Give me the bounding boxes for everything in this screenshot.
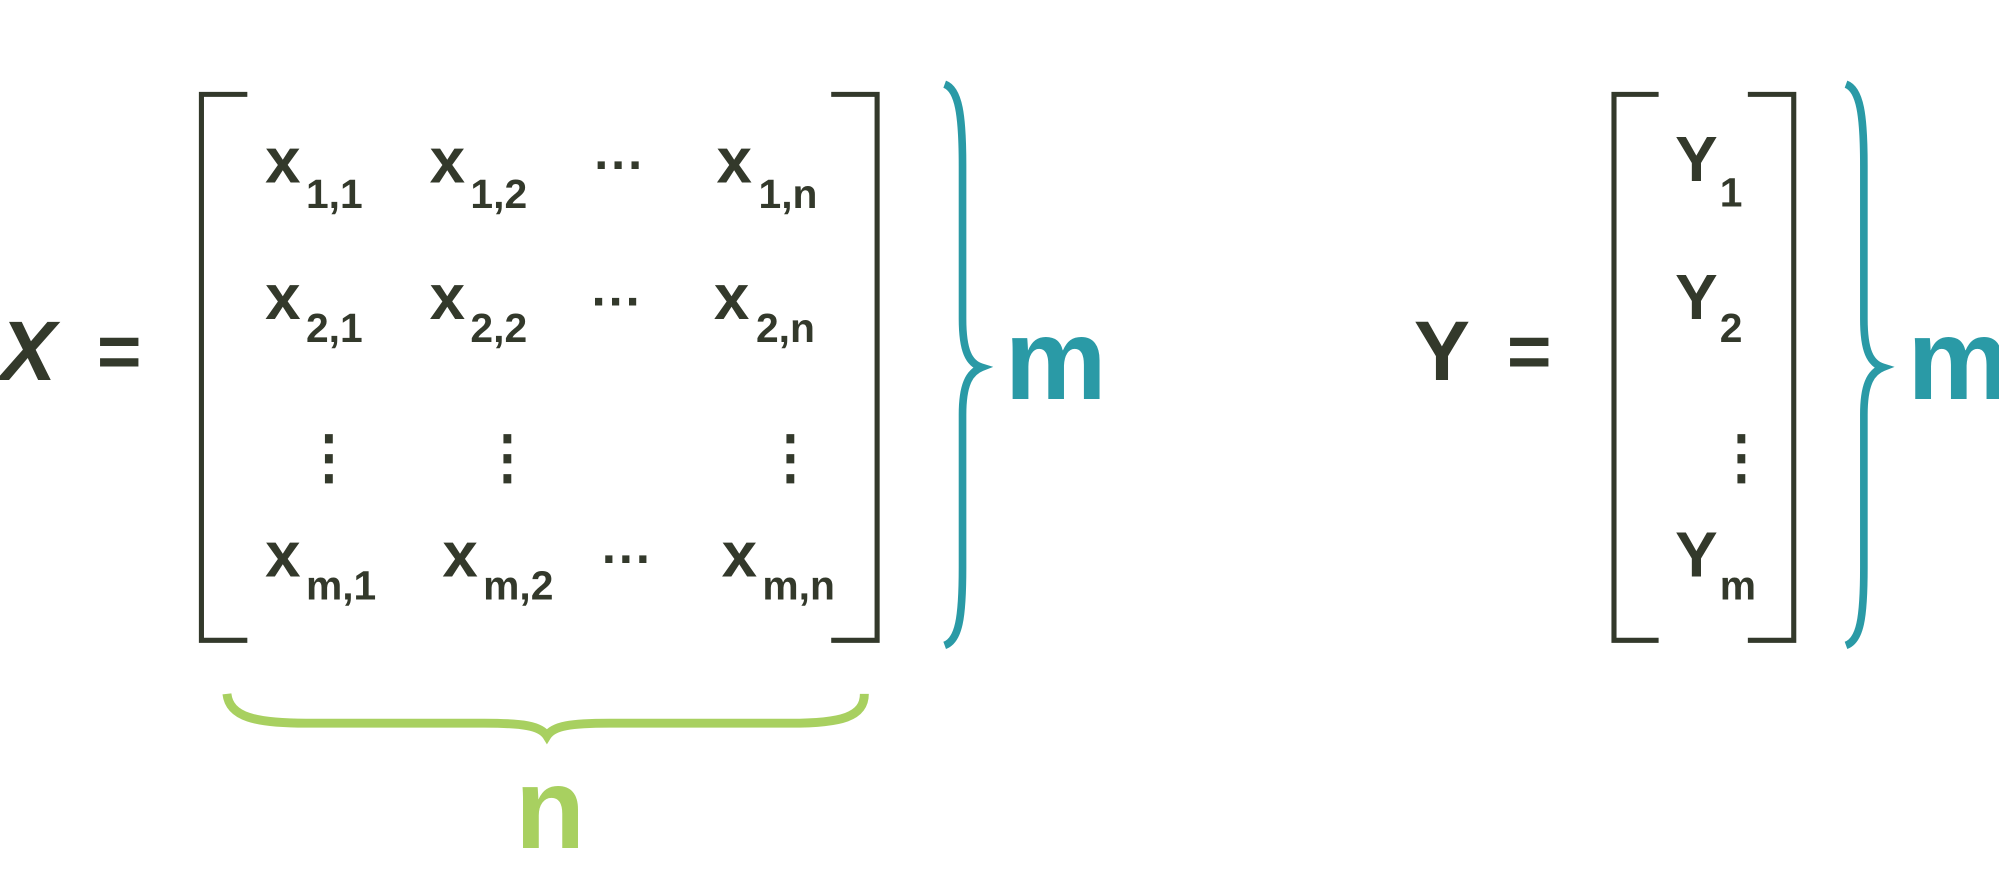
right-bracket-x [831, 91, 880, 643]
cell-base: x [442, 518, 477, 590]
vector-y-cells: Y 1 Y 2 ⋮ Y m [1675, 123, 1771, 608]
cell-ellipsis: ··· [592, 273, 643, 330]
cell-sub: m [1720, 562, 1756, 608]
rows-brace-x [942, 80, 994, 649]
cell-base: x [265, 261, 300, 333]
cell-vdots: ⋮ [761, 425, 820, 490]
cell-ellipsis: ··· [594, 136, 645, 193]
rows-label-x: m [1005, 296, 1107, 424]
cell-sub: 2,n [756, 305, 815, 351]
rows-label-y: m [1907, 296, 1999, 424]
cell-base: Y [1675, 518, 1718, 590]
left-bracket-x [198, 91, 248, 643]
cell-sub: 1,2 [470, 171, 527, 217]
cell-base: x [265, 124, 300, 196]
cols-label-x: n [515, 745, 585, 873]
cell-sub: 2,1 [306, 305, 363, 351]
vector-y-name: Y [1414, 304, 1470, 398]
cols-brace-x [222, 692, 869, 745]
cell-sub: m,2 [483, 562, 553, 608]
cell-sub: m,1 [306, 562, 376, 608]
cell-sub: 1 [1720, 170, 1743, 216]
cell-sub: 2 [1720, 305, 1743, 351]
cell-vdots: ⋮ [300, 425, 359, 490]
left-bracket-y [1611, 91, 1659, 643]
cell-base: x [430, 261, 465, 333]
matrix-x-equals: = [97, 310, 142, 395]
cell-base: x [430, 124, 465, 196]
matrix-x-cells: x 1,1 x 1,2 ··· x 1,n x 2,1 x 2,2 ··· x … [265, 124, 835, 608]
cell-ellipsis: ··· [602, 531, 653, 588]
rows-brace-y [1844, 80, 1895, 649]
cell-sub: 1,1 [306, 171, 363, 217]
cell-base: x [722, 518, 757, 590]
cell-base: x [716, 124, 751, 196]
cell-vdots: ⋮ [1712, 425, 1771, 490]
vector-y-equals: = [1507, 310, 1552, 395]
cell-base: Y [1675, 123, 1718, 195]
cell-vdots: ⋮ [478, 425, 537, 490]
cell-sub: 1,n [759, 171, 818, 217]
matrix-x-name: X [0, 304, 61, 398]
cell-sub: 2,2 [470, 305, 527, 351]
cell-base: x [265, 518, 300, 590]
right-bracket-y [1747, 91, 1797, 643]
cell-base: Y [1675, 261, 1718, 333]
cell-sub: m,n [762, 562, 835, 608]
cell-base: x [714, 261, 749, 333]
